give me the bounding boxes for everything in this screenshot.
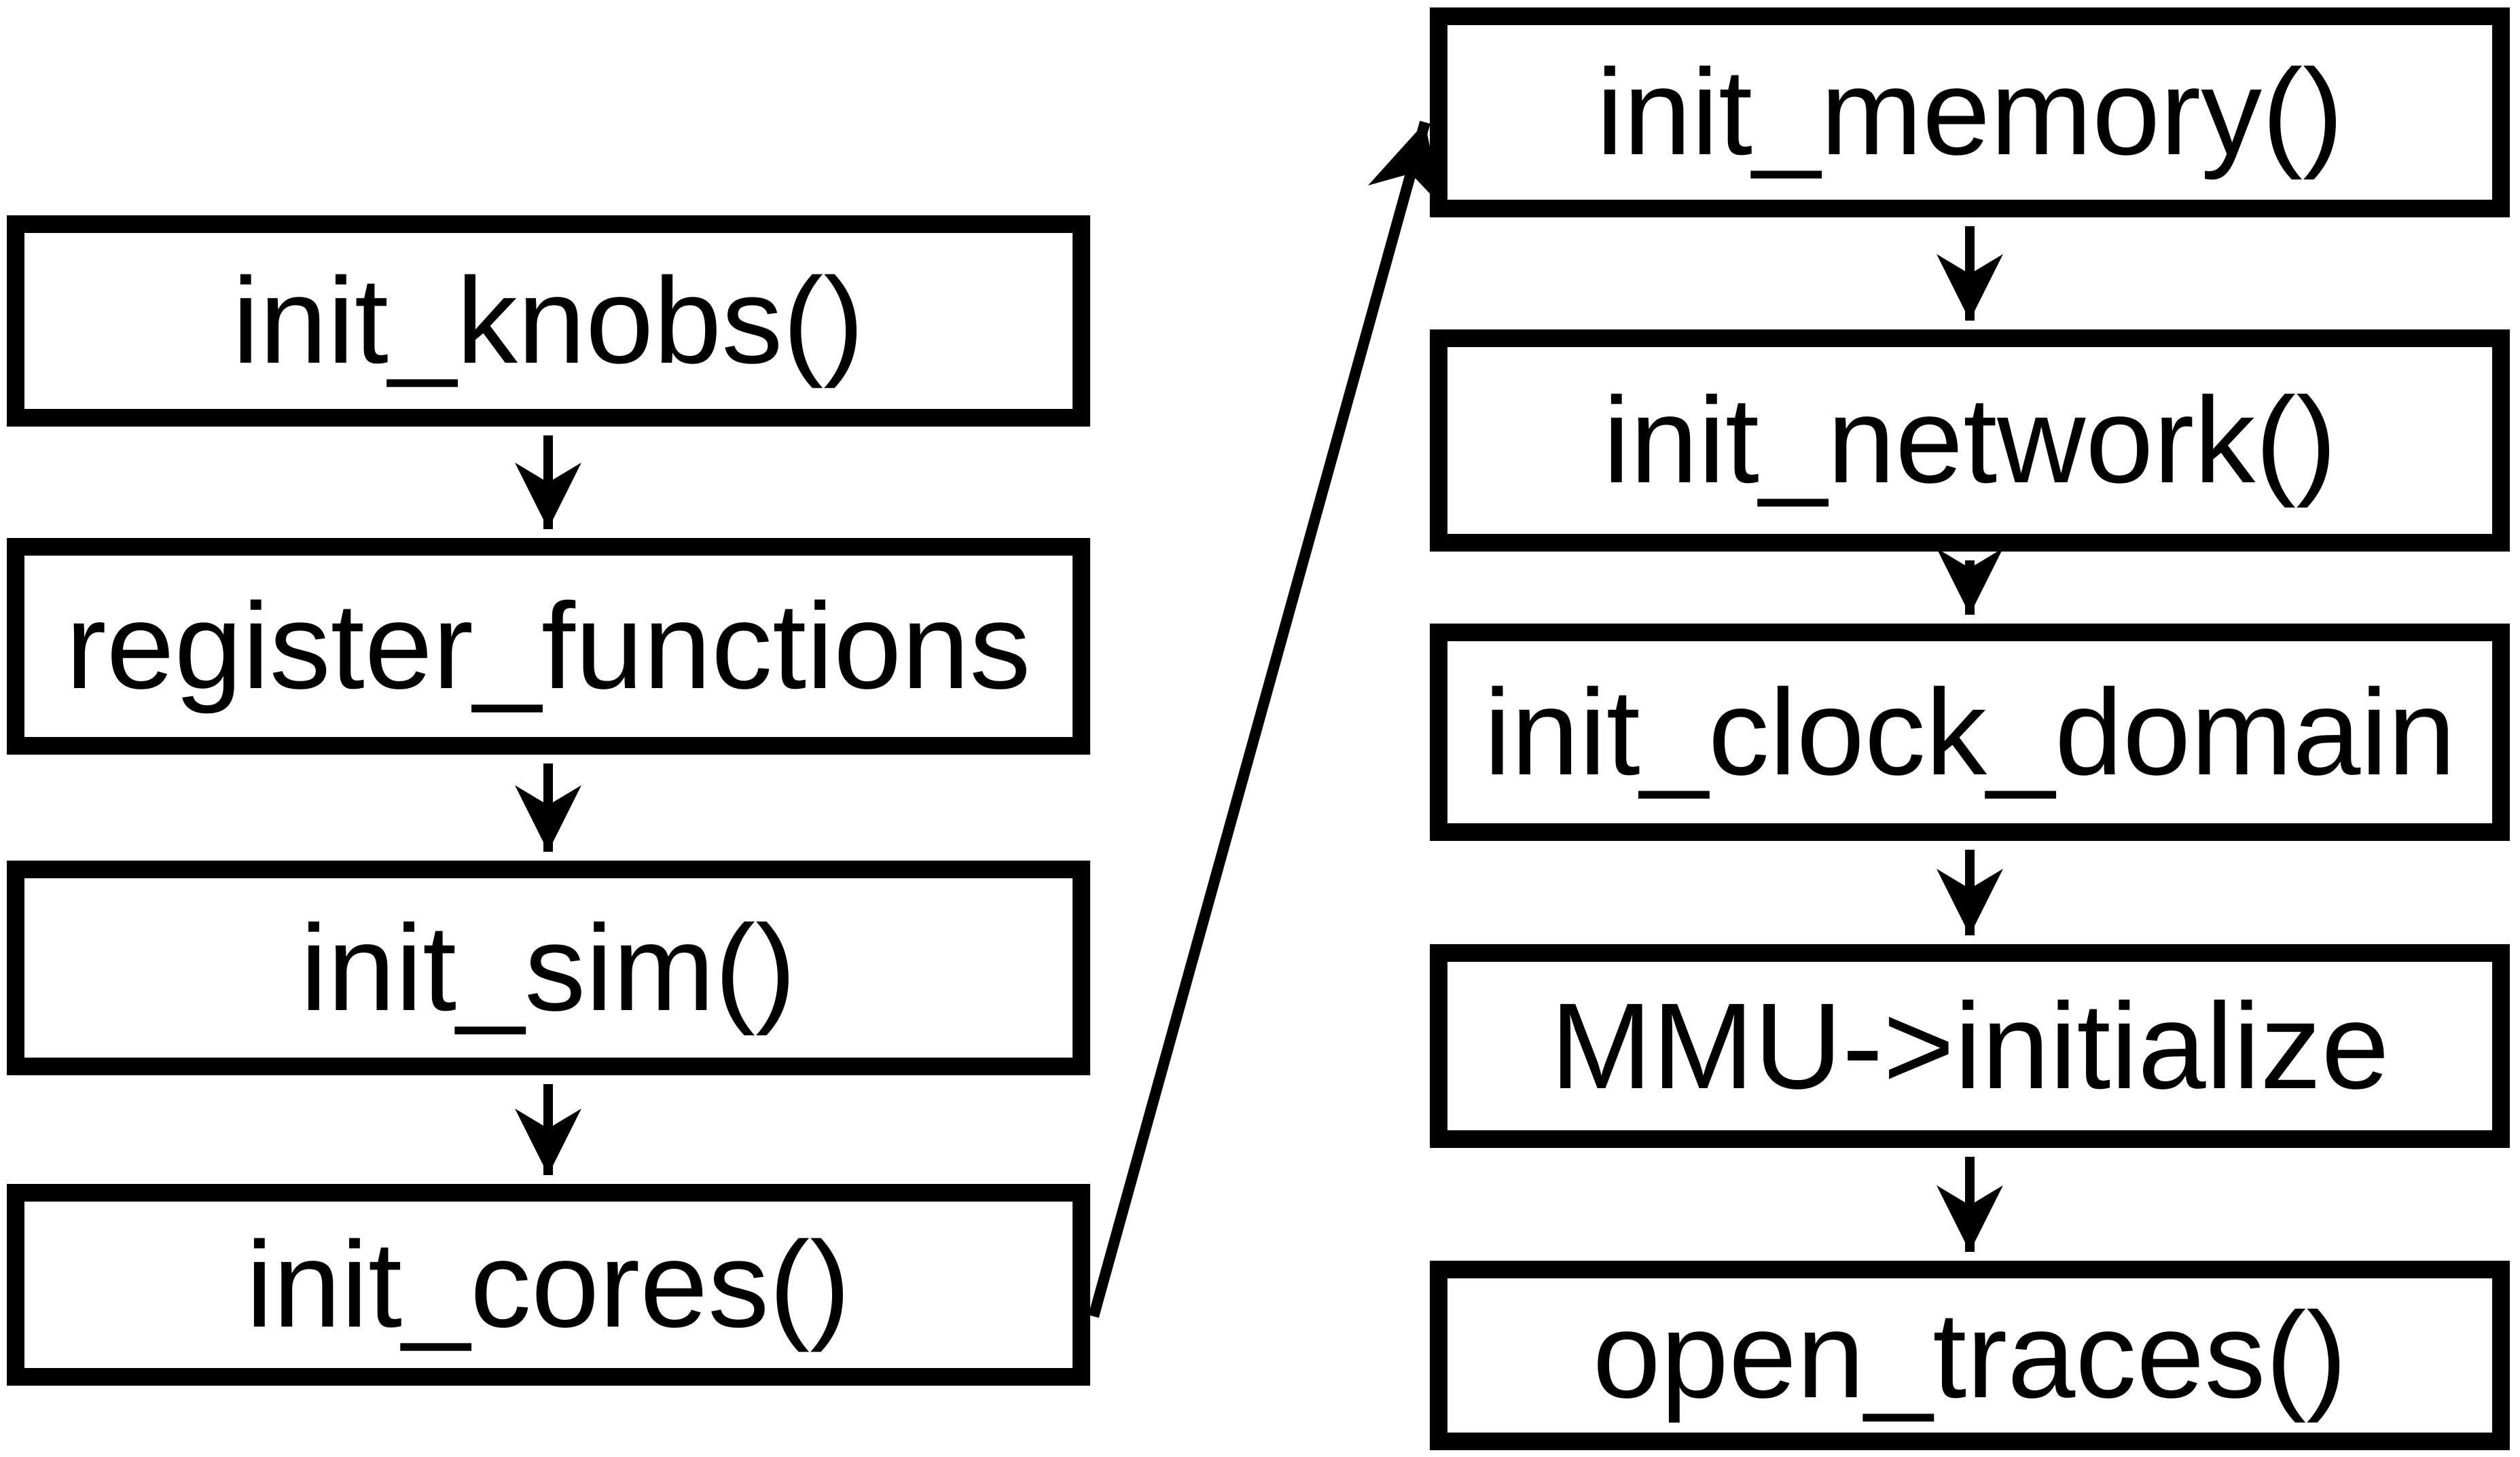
flow-node-open-traces: open_traces() [1430,1261,2510,1450]
init-memory-label: init_memory() [1596,44,2343,181]
open-traces-box [1430,1261,2510,1450]
open-traces-label: open_traces() [1593,1287,2347,1424]
flow-node-init-memory: init_memory() [1430,7,2510,217]
mmu-initialize-box [1430,944,2510,1148]
flow-node-register-functions: register_functions [7,538,1090,755]
init-network-box [1430,329,2510,552]
flow-node-init-cores: init_cores() [7,1184,1090,1386]
mmu-initialize-label: MMU->initialize [1550,978,2389,1115]
flow-node-init-network: init_network() [1430,329,2510,552]
flow-node-init-sim: init_sim() [7,861,1090,1075]
init-sim-box [7,861,1090,1075]
init-clock-domain-box [1430,624,2510,841]
init-cores-label: init_cores() [246,1217,850,1353]
flow-node-init-clock-domain: init_clock_domain [1430,624,2510,841]
register-functions-box [7,538,1090,755]
init-network-label: init_network() [1603,372,2337,509]
init-sim-label: init_sim() [300,900,796,1037]
flow-node-mmu-initialize: MMU->initialize [1430,944,2510,1148]
init-knobs-box [7,215,1090,427]
flow-node-init-knobs: init_knobs() [7,215,1090,427]
init-knobs-label: init_knobs() [232,253,864,389]
init-clock-domain-label: init_clock_domain [1484,664,2456,801]
init-cores-box [7,1184,1090,1386]
arrow-init-cores-to-init-memory [1088,120,1442,1318]
init-memory-box [1430,7,2510,217]
register-functions-label: register_functions [66,578,1031,715]
